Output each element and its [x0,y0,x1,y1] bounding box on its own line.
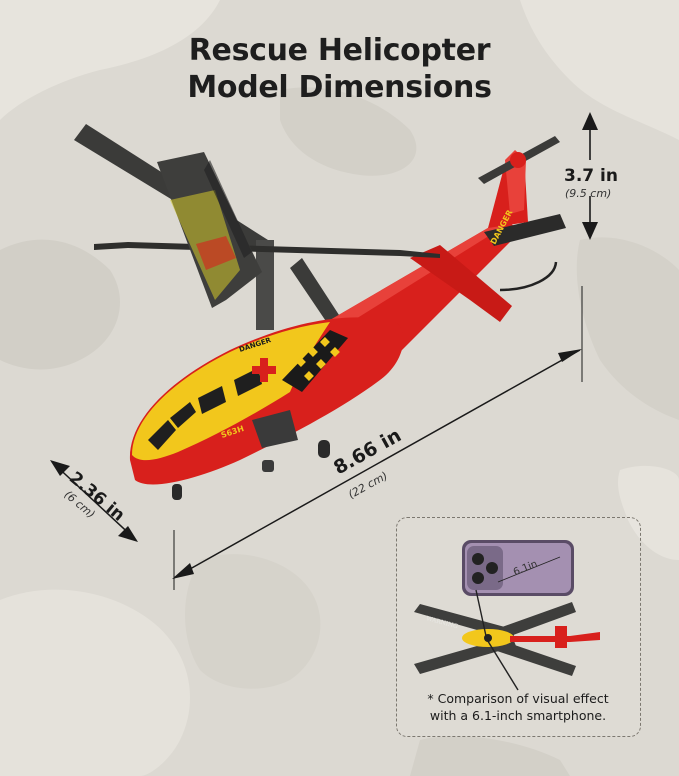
height-dimension-line [582,112,598,240]
title-line-2: Model Dimensions [187,70,492,105]
caption-line-1: * Comparison of visual effect [427,691,609,706]
height-value: 3.7 in [564,166,618,186]
width-dimension-line [50,460,138,542]
page-title: Rescue Helicopter Model Dimensions [0,32,679,106]
medical-cross [252,358,276,382]
checker-stripe [282,330,348,392]
main-rotor-front [157,152,262,308]
rotor-mast [256,240,274,330]
title-line-1: Rescue Helicopter [188,33,491,68]
tail-stabilizer [410,245,512,322]
landing-gear [172,410,330,500]
cockpit-windows [148,368,262,450]
length-dimension-line [172,286,583,590]
tail-rotor [478,136,560,184]
caption-line-2: with a 6.1-inch smartphone. [429,708,607,723]
comparison-caption: * Comparison of visual effect with a 6.1… [398,690,638,724]
fuselage-yellow [132,322,330,461]
smartphone-image [462,540,574,596]
height-value-cm: (9.5 cm) [565,187,612,200]
helicopter-top-view: WARNING [414,589,600,691]
